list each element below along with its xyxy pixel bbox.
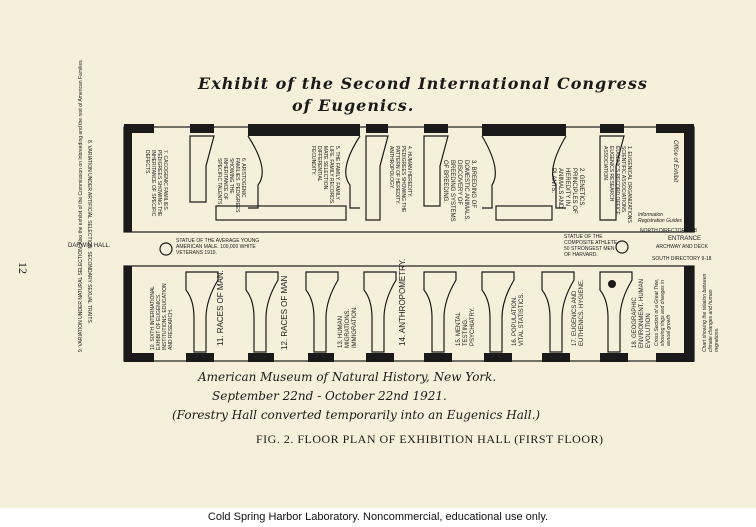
right-wall-bottom bbox=[684, 266, 694, 362]
top-wall-segment bbox=[366, 124, 388, 133]
bottom-wall-segment bbox=[484, 353, 512, 362]
top-wall-segment bbox=[482, 124, 566, 136]
booth-label-2: 2. GENETICS. PRINCIPLES OF HEREDITY IN A… bbox=[550, 168, 584, 214]
darwin-hall-label: DARWIN HALL. bbox=[68, 243, 111, 249]
statue-marker-composite-athlete bbox=[615, 240, 629, 254]
top-booth-counter bbox=[215, 205, 347, 221]
booth-label-10: 10. SIXTH INTERNATIONAL EXHIBIT OF EUGEN… bbox=[150, 283, 174, 350]
booth-label-5: 5. THE FAMILY. FAMILY LIFE. FAMILY RECOR… bbox=[310, 146, 340, 205]
booth-label-14: 14. ANTHROPOMETRY. bbox=[398, 258, 407, 346]
booth-label-13: 13. HUMAN MIGRATIONS. IMMIGRATION. bbox=[338, 306, 358, 348]
bottom-wall-segment bbox=[124, 353, 154, 362]
booth-label-11: 11. RACES OF MAN. bbox=[216, 270, 225, 346]
floor-plan bbox=[123, 124, 695, 362]
top-booth-partition bbox=[247, 135, 263, 209]
bottom-booth-partition bbox=[423, 271, 457, 353]
climate-chart-note: Chart showing the relation between clima… bbox=[702, 273, 720, 352]
cross-section-note: Cross Section of a Great Tree, showing r… bbox=[654, 278, 672, 346]
office-label: Office of Exhibit bbox=[672, 140, 678, 183]
booth-label-7: 7. CACOGENIC FAMILIES. PEDIGREES SHOWING… bbox=[144, 150, 168, 217]
bottom-booth-partition bbox=[481, 271, 515, 353]
booth-label-6: 6. ARISTOGENIC FAMILIES. PEDIGREES SHOWI… bbox=[216, 158, 246, 213]
booth-label-18: 18. GEOGRAPHIC ENVIRONMENT. HUMAN EVOLUT… bbox=[632, 278, 652, 348]
information-label: Information Registration Guides bbox=[638, 212, 682, 224]
left-wall-top bbox=[124, 124, 132, 232]
copyright-footer: Cold Spring Harbor Laboratory. Noncommer… bbox=[0, 508, 756, 527]
top-booth-partition bbox=[365, 135, 389, 221]
entrance-label: ENTRANCE bbox=[668, 236, 702, 242]
top-wall-segment bbox=[190, 124, 214, 133]
top-booth-partition bbox=[345, 135, 361, 209]
bottom-booth-partition bbox=[245, 271, 279, 353]
booth-label-16: 16. POPULATION. VITAL STATISTICS. bbox=[512, 292, 525, 346]
booth-label-17: 17. EUGENICS AND EUTHENICS. HYGIENE. bbox=[572, 279, 585, 346]
booth-label-4: 4. HUMAN HEREDITY. PEDIGREES SHOWING THE… bbox=[388, 146, 412, 213]
statue-composite-athlete-label: STATUE OF THE COMPOSITE ATHLETE. 50 STRO… bbox=[564, 234, 619, 258]
top-booth-partition bbox=[599, 135, 625, 221]
north-directory-label: NORTH DIRECTORY 1-8 bbox=[640, 228, 697, 234]
museum-caption: American Museum of Natural History, New … bbox=[198, 370, 497, 384]
booth-label-1: 1. EUGENICAL ORGANIZATIONS. SCIENTIFIC A… bbox=[602, 146, 632, 225]
top-booth-partition bbox=[423, 135, 449, 207]
bottom-booth-partition bbox=[363, 271, 397, 353]
top-booth-partition bbox=[552, 135, 567, 209]
bottom-booth-partition bbox=[185, 271, 219, 353]
statue-marker-average-male bbox=[159, 242, 173, 256]
entrance-sub-label: ARCHWAY AND DECK bbox=[656, 244, 708, 250]
top-booth-partition bbox=[189, 135, 215, 203]
forestry-hall-note: (Forestry Hall converted temporarily int… bbox=[172, 408, 541, 422]
top-wall-segment bbox=[424, 124, 448, 133]
top-wall-segment bbox=[656, 124, 694, 133]
bottom-wall-segment bbox=[542, 353, 570, 362]
bottom-wall-segment bbox=[656, 353, 694, 362]
top-wall-segment bbox=[124, 124, 154, 133]
dates-caption: September 22nd - October 22nd 1921. bbox=[212, 389, 447, 403]
exhibit-title-line1: Exhibit of the Second International Cong… bbox=[198, 74, 648, 93]
top-wall-segment bbox=[600, 124, 624, 133]
booth-label-3: 3. BREEDING OF DOMESTIC ANIMALS. DISCOVE… bbox=[442, 160, 476, 222]
bottom-booth-partition bbox=[305, 271, 339, 353]
document-sheet: Exhibit of the Second International Cong… bbox=[0, 0, 756, 508]
top-booth-partition bbox=[481, 135, 496, 209]
tree-section-marker bbox=[608, 280, 616, 288]
bottom-booth-partition bbox=[599, 271, 633, 353]
exhibit-title-line2: of Eugenics. bbox=[292, 96, 415, 115]
right-wall-top bbox=[684, 124, 694, 232]
bottom-wall-segment bbox=[600, 353, 628, 362]
statue-average-male-label: STATUE OF THE AVERAGE YOUNG AMERICAN MAL… bbox=[176, 238, 260, 256]
booth-label-12: 12. RACES OF MAN bbox=[280, 275, 289, 350]
south-directory-label: SOUTH DIRECTORY 9-18 bbox=[652, 256, 712, 262]
bottom-wall-segment bbox=[366, 353, 394, 362]
figure-caption: FIG. 2. FLOOR PLAN OF EXHIBITION HALL (F… bbox=[256, 432, 604, 446]
top-booth-counter bbox=[495, 205, 553, 221]
bottom-wall-segment bbox=[424, 353, 452, 362]
left-wall-bottom bbox=[124, 266, 132, 362]
top-wall-segment bbox=[248, 124, 360, 136]
bottom-booth-partition bbox=[541, 271, 575, 353]
bottom-wall-segment bbox=[248, 353, 274, 362]
bottom-wall-segment bbox=[186, 353, 214, 362]
booth-label-15: 15. MENTAL TESTING. PSYCHIATRY. bbox=[456, 307, 476, 346]
bottom-wall-segment bbox=[308, 353, 334, 362]
